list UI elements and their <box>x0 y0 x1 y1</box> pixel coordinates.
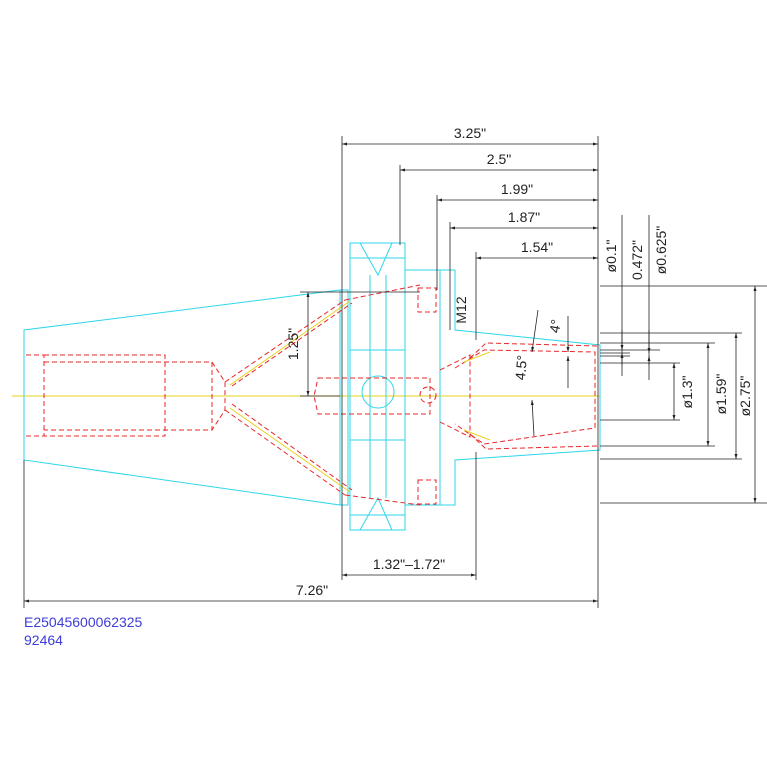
dim-angle-4: 4° <box>546 318 564 334</box>
dimension-labels: 3.25" 2.5" 1.99" 1.87" 1.54" 1.25" M12 4… <box>285 125 753 598</box>
dim-0-472: 0.472" <box>629 240 645 280</box>
dim-angle-4-5: 4.5° <box>512 354 530 380</box>
dim-1-87: 1.87" <box>508 209 540 225</box>
dim-dia-0-625: ø0.625" <box>653 226 669 275</box>
dimension-lines <box>24 142 757 603</box>
dim-2-5: 2.5" <box>487 151 511 167</box>
guide-lines <box>229 300 491 493</box>
tool-holder-outline <box>23 242 601 531</box>
dim-1-99: 1.99" <box>501 181 533 197</box>
extension-lines <box>23 136 767 608</box>
item-number: 92464 <box>24 632 63 648</box>
dim-dia-1-59: ø1.59" <box>713 374 729 415</box>
dim-overall-flange: 3.25" <box>454 125 486 141</box>
dim-dia-0-1: ø0.1" <box>603 239 619 272</box>
dim-thread: M12 <box>453 296 469 323</box>
dim-dia-2-75: ø2.75" <box>737 376 753 417</box>
dim-overall-length: 7.26" <box>296 582 328 598</box>
hidden-internal-features <box>26 284 599 506</box>
dim-gage-range: 1.32"–1.72" <box>373 556 445 572</box>
dim-1-25: 1.25" <box>285 328 301 360</box>
part-number: E25045600062325 <box>24 614 143 630</box>
dim-1-54: 1.54" <box>521 239 553 255</box>
dim-dia-1-3: ø1.3" <box>679 375 695 408</box>
